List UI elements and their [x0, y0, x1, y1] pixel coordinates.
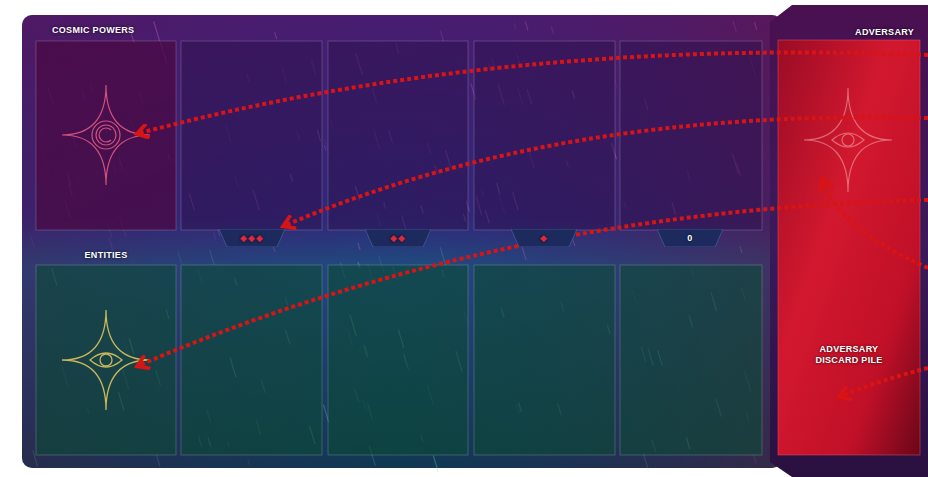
guide-arrow	[286, 117, 928, 225]
streak	[433, 456, 438, 472]
streak	[733, 21, 736, 32]
streak	[525, 21, 528, 30]
streak	[275, 32, 277, 39]
cost-tab: ◆◆◆	[219, 229, 285, 247]
emblems	[62, 85, 892, 410]
streak	[551, 26, 553, 34]
card-zone: COSMIC POWERS	[36, 20, 176, 230]
card-zone: ENTITIES	[36, 246, 176, 455]
guide-arrow	[140, 200, 928, 365]
zone-heading: ENTITIES	[36, 250, 176, 261]
streak	[178, 252, 181, 263]
cost-marker: ◆	[511, 229, 577, 247]
streak	[514, 23, 516, 29]
card-slot	[181, 41, 322, 230]
zone-heading: ADVERSARY	[778, 27, 914, 38]
card-slot	[328, 265, 468, 455]
board-tint	[22, 15, 782, 468]
zone-heading: COSMIC POWERS	[52, 25, 176, 36]
entity-emblem	[62, 310, 150, 410]
card-zone: ADVERSARY ADVERSARY DISCARD PILE	[778, 22, 920, 455]
streak	[740, 246, 742, 253]
card-slot	[620, 265, 762, 455]
tab-outline	[511, 229, 577, 247]
streak	[30, 234, 34, 247]
cost-tab: 0	[657, 229, 723, 247]
streak	[643, 453, 648, 471]
discard-zone: ADVERSARY DISCARD PILE	[778, 340, 920, 390]
card-slot	[36, 41, 176, 230]
card-slot	[474, 41, 615, 230]
tab-outline	[365, 229, 431, 247]
streak	[109, 238, 113, 251]
streak	[210, 250, 215, 265]
cost-marker: ◆◆	[365, 229, 431, 247]
streak	[754, 22, 756, 30]
cost-marker: ◆◆◆	[219, 229, 285, 247]
tab-outline	[657, 229, 723, 247]
board-ground	[22, 15, 782, 468]
guide-arrow	[824, 182, 928, 268]
guide-arrow	[842, 368, 928, 396]
tab-outline	[219, 229, 285, 247]
adversary-emblem	[804, 88, 892, 192]
card-slot	[181, 265, 322, 455]
streak	[154, 21, 160, 40]
streak	[213, 232, 215, 239]
zone-label: ADVERSARY DISCARD PILE	[813, 344, 885, 366]
cost-tab: ◆◆	[365, 229, 431, 247]
streak	[324, 145, 326, 151]
card-slots	[36, 41, 762, 455]
adversary-panel	[770, 5, 928, 477]
adversary-slot	[778, 40, 920, 455]
streak	[156, 454, 160, 467]
cost-tab: ◆	[511, 229, 577, 247]
card-slot	[474, 265, 615, 455]
guide-arrows	[140, 52, 928, 396]
streak	[440, 31, 443, 42]
cost-marker: 0	[657, 229, 723, 247]
cosmic-emblem	[62, 85, 150, 185]
streak	[358, 243, 360, 250]
streak	[248, 459, 250, 465]
card-slot	[620, 41, 762, 230]
guide-arrow	[140, 52, 928, 133]
